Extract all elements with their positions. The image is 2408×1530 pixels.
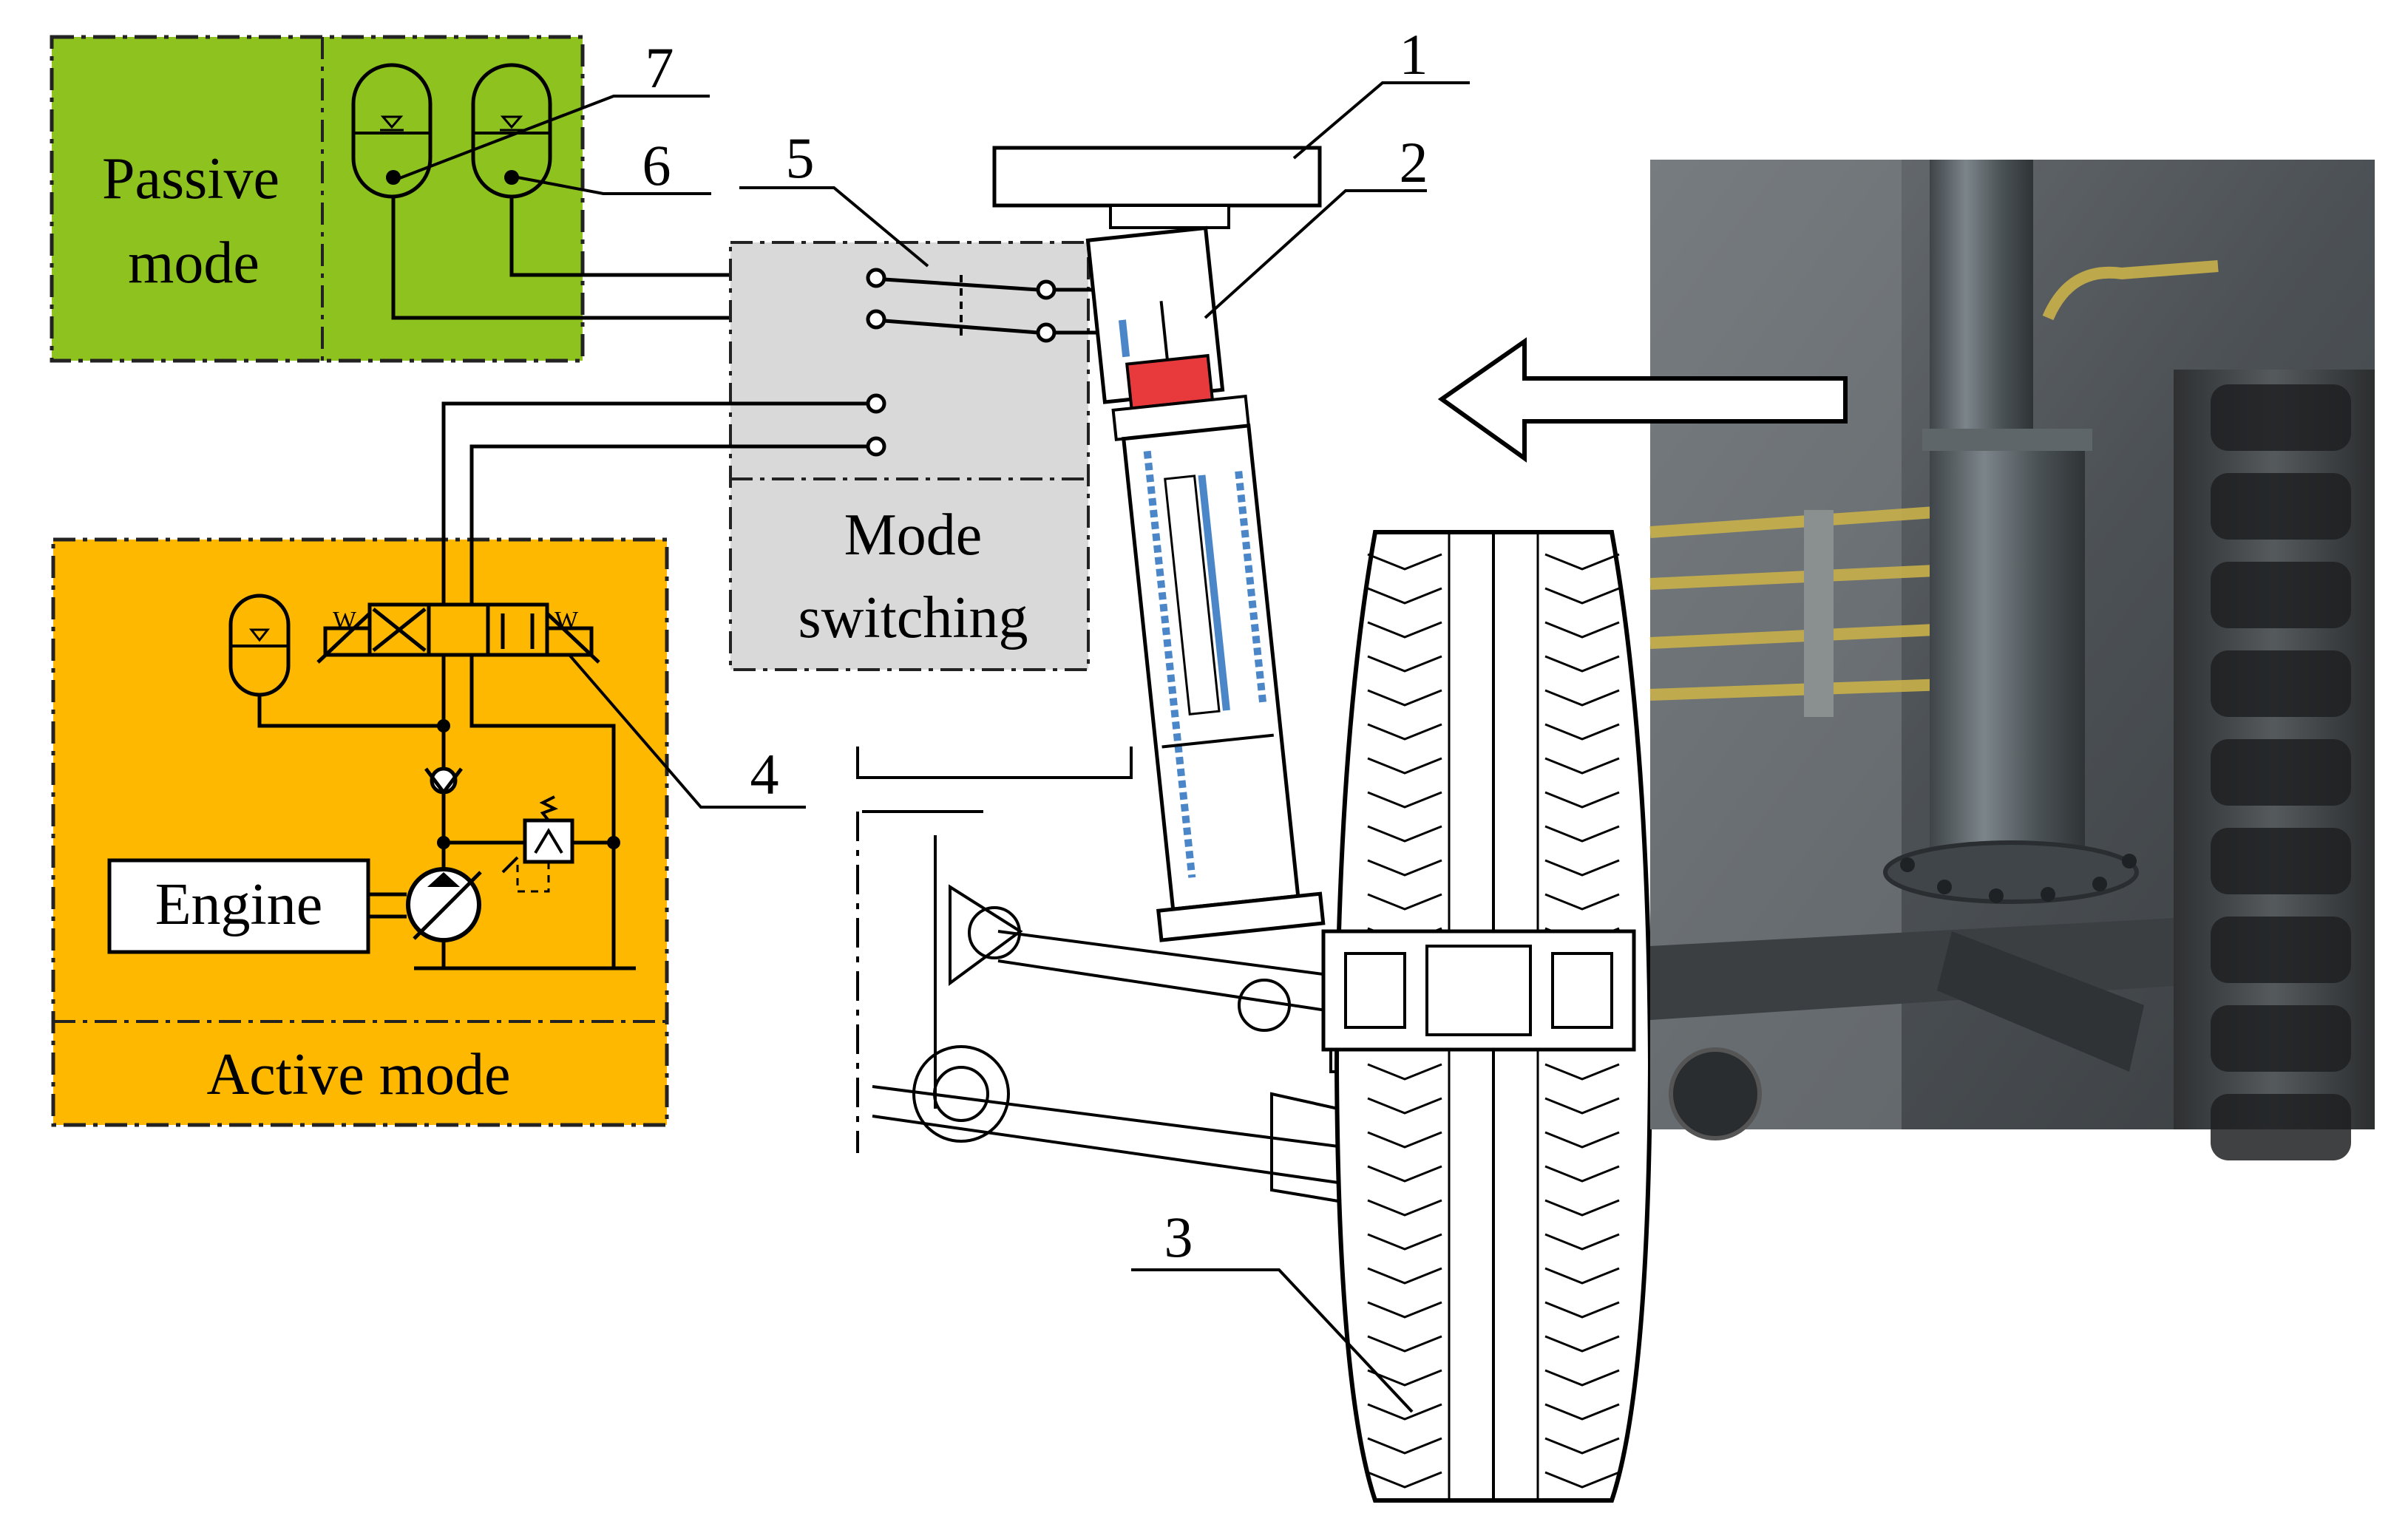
engine-label: Engine (155, 872, 323, 937)
passive-mode-box: Passive mode (50, 35, 876, 363)
tread-mark (1367, 1165, 1620, 1183)
active-accumulator-icon (228, 594, 444, 728)
photo-tread-block (2211, 917, 2351, 983)
suspension-cylinder (992, 146, 1326, 942)
callout-1: 1 (1400, 22, 1428, 86)
tread-mark (1367, 655, 1620, 673)
photo-tread-block (2211, 473, 2351, 540)
photo-tread-block (2211, 1094, 2351, 1160)
callout-4: 4 (750, 742, 779, 806)
leader-2 (1204, 189, 1427, 319)
leader-7 (397, 95, 710, 180)
tread-mark (1367, 553, 1620, 571)
tread-mark (1367, 1097, 1620, 1115)
pipe-active-a (441, 401, 868, 606)
callout-numbers: 1 2 3 4 5 6 7 (642, 22, 1428, 1269)
callouts (397, 81, 1470, 1413)
tread-mark (1367, 757, 1620, 775)
tread-mark (1367, 621, 1620, 639)
tread-mark (1367, 587, 1620, 605)
photo-panel (1649, 160, 2375, 1160)
tread-mark (1367, 723, 1620, 741)
tread-mark (1367, 1437, 1620, 1455)
leader-4 (568, 653, 806, 809)
mode-switching-background (729, 241, 1090, 671)
callout-2: 2 (1400, 130, 1428, 194)
photo-tread-block (2211, 562, 2351, 628)
photo-tread-block (2211, 1005, 2351, 1072)
photo-cylinder-rod (1930, 160, 2033, 455)
callout-7: 7 (645, 35, 674, 100)
tread-mark (1367, 791, 1620, 809)
pipe-accumulator-7 (391, 197, 876, 320)
tread-mark (1367, 825, 1620, 843)
photo-tread-block (2211, 828, 2351, 894)
relief-valve-icon (501, 795, 574, 893)
active-mode-box: Active mode W W (51, 401, 868, 1127)
pump-icon (370, 867, 482, 968)
arrow-icon (1437, 337, 1848, 463)
tread-mark (1367, 689, 1620, 707)
tread-mark (1367, 1369, 1620, 1387)
tread-mark (1367, 1233, 1620, 1251)
tread-mark (1367, 1335, 1620, 1353)
tread-mark (1367, 1131, 1620, 1149)
passive-mode-label-line2: mode (128, 231, 260, 296)
mode-switching-label-line1: Mode (844, 503, 983, 568)
check-valve-icon (424, 766, 463, 796)
tread-mark (1367, 859, 1620, 877)
mode-switching-box: Mode switching (729, 241, 1193, 671)
callout-6: 6 (642, 133, 671, 197)
passive-mode-label-line1: Passive (102, 146, 279, 211)
leader-1 (1292, 81, 1470, 160)
tread-mark (1367, 1301, 1620, 1319)
tread-mark (1367, 1267, 1620, 1285)
photo-tread-block (2211, 739, 2351, 806)
tread-mark (1367, 1403, 1620, 1421)
photo-tread-block (2211, 384, 2351, 451)
photo-cylinder-body (1930, 436, 2085, 850)
tread-mark (1367, 1199, 1620, 1217)
top-mount-plate (992, 146, 1322, 208)
leader-3 (1131, 1268, 1414, 1413)
tread-mark (1367, 1471, 1620, 1489)
pipe-active-b (469, 444, 868, 606)
mode-switching-label-line2: switching (798, 585, 1028, 650)
callout-3: 3 (1164, 1205, 1193, 1269)
tread-mark (1367, 893, 1620, 911)
engine-box (107, 858, 370, 954)
tread-mark (1367, 1063, 1620, 1081)
directional-valve-icon: W W (316, 602, 600, 664)
switch-contacts (866, 268, 1057, 457)
callout-5: 5 (786, 126, 815, 190)
leader-5 (739, 186, 929, 268)
leader-6 (517, 176, 711, 195)
active-mode-label: Active mode (207, 1042, 511, 1107)
passive-mode-background (50, 35, 585, 363)
photo-tread-block (2211, 650, 2351, 717)
wheel-tire (1321, 530, 1653, 1503)
